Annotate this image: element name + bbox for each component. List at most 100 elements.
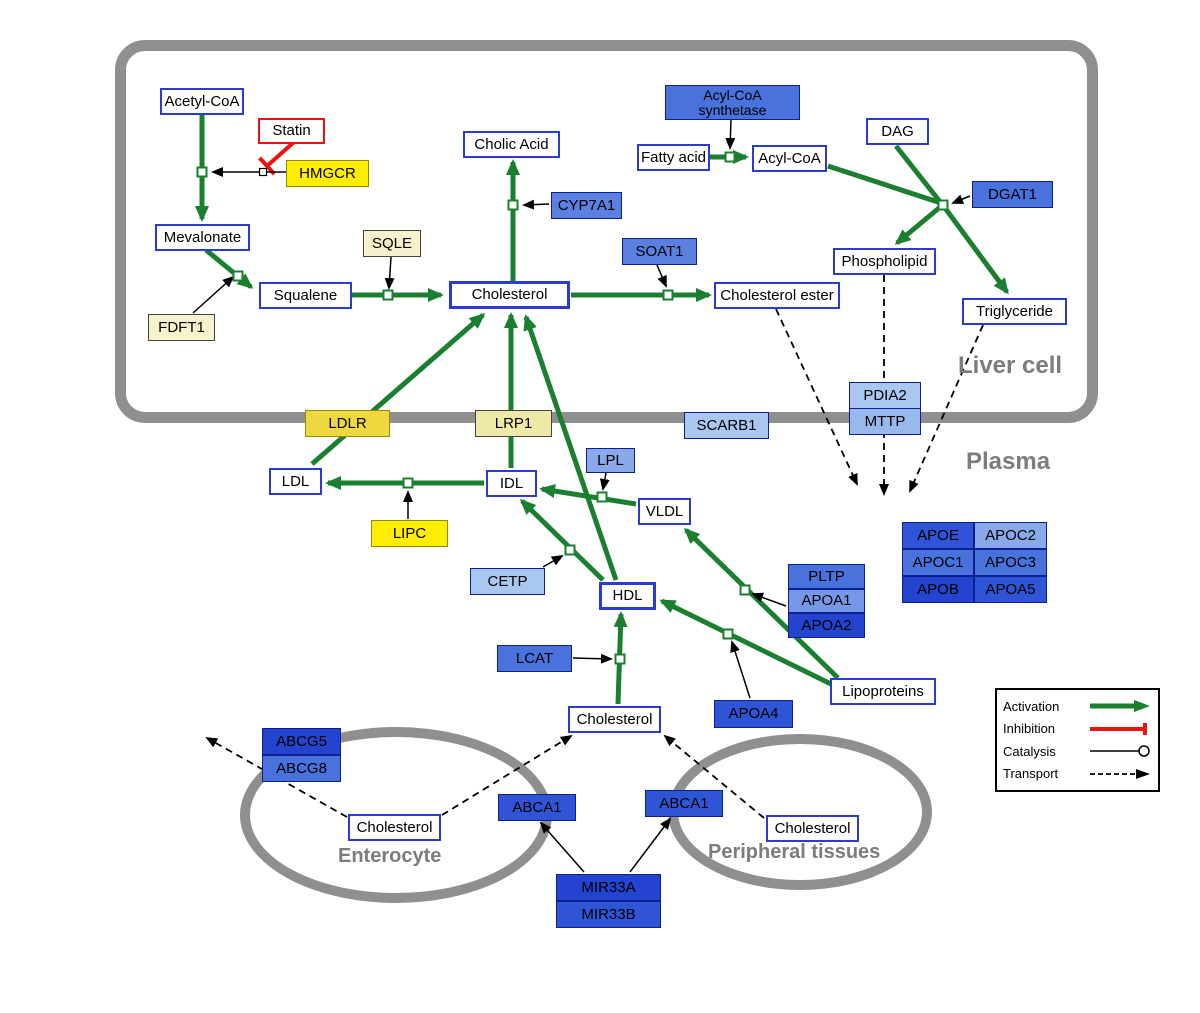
node-mevalonate[interactable]: Mevalonate [155, 224, 250, 251]
node-cetp[interactable]: CETP [470, 568, 545, 595]
node-abca1-peripheral[interactable]: ABCA1 [645, 790, 723, 817]
junction-fdft1 [232, 270, 244, 282]
node-acyl-coa-synthetase[interactable]: Acyl-CoA synthetase [665, 85, 800, 120]
node-apoa4[interactable]: APOA4 [714, 700, 793, 728]
legend-inhibition-label: Inhibition [1003, 721, 1056, 737]
node-cholesterol-enterocyte[interactable]: Cholesterol [348, 814, 441, 841]
node-vldl[interactable]: VLDL [638, 498, 691, 525]
node-cholesterol-liver[interactable]: Cholesterol [449, 281, 570, 309]
node-lrp1[interactable]: LRP1 [475, 410, 552, 437]
node-pdia2[interactable]: PDIA2 [849, 382, 921, 409]
edge-statin-inhibition [265, 141, 295, 168]
enterocyte-label: Enterocyte [338, 845, 442, 867]
edge-acylcoa-junction [827, 163, 942, 206]
legend-catalysis: Catalysis [1003, 740, 1152, 762]
node-acetyl-coa[interactable]: Acetyl-CoA [160, 88, 244, 115]
catalysis-node-hmgcr [258, 167, 268, 177]
node-squalene[interactable]: Squalene [259, 282, 352, 309]
node-apoe[interactable]: APOE [902, 522, 974, 549]
node-cholesterol-plasma[interactable]: Cholesterol [568, 706, 661, 733]
edge-junction-triglyceride [942, 206, 1010, 295]
inhibition-tbar-icon [1090, 722, 1147, 735]
activation-arrow-icon [1090, 700, 1150, 712]
node-statin[interactable]: Statin [258, 118, 325, 144]
node-abcg8[interactable]: ABCG8 [262, 755, 341, 782]
edge-triglyceride-transport [909, 324, 984, 493]
node-sqle[interactable]: SQLE [363, 230, 421, 257]
edge-ldl-ldlr-cholesterol [310, 313, 486, 466]
node-scarb1[interactable]: SCARB1 [684, 412, 769, 439]
edge-sqle-catalysis [384, 256, 395, 290]
node-apoa5[interactable]: APOA5 [974, 576, 1047, 603]
node-mir33a[interactable]: MIR33A [556, 874, 661, 901]
node-apoa2[interactable]: APOA2 [788, 613, 865, 638]
edge-cholesterolester-transport [775, 308, 858, 486]
node-dag[interactable]: DAG [866, 118, 929, 145]
node-apoc3[interactable]: APOC3 [974, 549, 1047, 576]
node-mttp[interactable]: MTTP [849, 408, 921, 435]
junction-dgat1 [937, 199, 949, 211]
node-mir33b[interactable]: MIR33B [556, 901, 661, 928]
edge-lipoproteins-vldl [683, 527, 840, 680]
node-ldlr[interactable]: LDLR [305, 410, 390, 437]
legend: Activation Inhibition Catalysis Transpor… [995, 688, 1160, 792]
edge-mir33-abca1-enterocyte [539, 821, 585, 873]
junction-lpl [596, 491, 608, 503]
node-fatty-acid[interactable]: Fatty acid [637, 144, 710, 171]
legend-activation-label: Activation [1003, 698, 1060, 714]
node-abcg5[interactable]: ABCG5 [262, 728, 341, 755]
edge-cyp7a1-catalysis [522, 199, 550, 210]
node-abca1-enterocyte[interactable]: ABCA1 [498, 794, 576, 821]
node-hmgcr[interactable]: HMGCR [286, 160, 369, 187]
junction-lipc [402, 477, 414, 489]
edge-cetp-catalysis [542, 554, 564, 568]
node-cholic-acid[interactable]: Cholic Acid [463, 131, 560, 158]
node-lpl[interactable]: LPL [586, 448, 635, 473]
node-cholesterol-peripheral[interactable]: Cholesterol [766, 815, 859, 842]
node-lcat[interactable]: LCAT [497, 645, 572, 672]
node-hdl[interactable]: HDL [599, 582, 656, 610]
node-ldl[interactable]: LDL [269, 468, 322, 495]
junction-sqle [382, 289, 394, 301]
edge-junction-phospholipid [894, 206, 941, 245]
edge-lcat-catalysis [572, 653, 613, 664]
node-apoa1[interactable]: APOA1 [788, 589, 865, 613]
edge-hdl-idl [519, 498, 605, 582]
node-dgat1[interactable]: DGAT1 [972, 181, 1053, 208]
liver-cell-compartment [115, 40, 1098, 423]
legend-transport: Transport [1003, 763, 1152, 785]
node-soat1[interactable]: SOAT1 [622, 238, 697, 265]
node-apoc1[interactable]: APOC1 [902, 549, 974, 576]
catalysis-circle-icon [1090, 745, 1150, 758]
edge-lpl-catalysis [599, 472, 610, 491]
node-triglyceride[interactable]: Triglyceride [962, 298, 1067, 325]
node-cholesterol-ester[interactable]: Cholesterol ester [714, 282, 840, 309]
node-apob[interactable]: APOB [902, 576, 974, 603]
junction-soat1 [662, 289, 674, 301]
node-acyl-coa[interactable]: Acyl-CoA [752, 145, 827, 172]
legend-inhibition: Inhibition [1003, 718, 1152, 740]
legend-transport-label: Transport [1003, 766, 1059, 782]
node-phospholipid[interactable]: Phospholipid [833, 248, 936, 275]
edge-enterocyte-excretion-transport [205, 737, 348, 818]
node-lipoproteins[interactable]: Lipoproteins [830, 678, 936, 705]
transport-dashed-arrow-icon [1090, 768, 1150, 779]
junction-acylcoasynthetase [724, 151, 736, 163]
node-idl[interactable]: IDL [486, 470, 537, 497]
node-fdft1[interactable]: FDFT1 [148, 314, 215, 341]
node-lipc[interactable]: LIPC [371, 520, 448, 547]
junction-cyp7a1 [507, 199, 519, 211]
edge-mir33-abca1-peripheral [629, 817, 672, 873]
peripheral-tissues-label: Peripheral tissues [708, 841, 881, 863]
node-apoc2[interactable]: APOC2 [974, 522, 1047, 549]
edge-dgat1-catalysis [951, 194, 971, 204]
edge-apoa4-catalysis [730, 640, 751, 699]
edge-enterocyte-plasma-transport [441, 734, 573, 816]
junction-hmgcr [196, 166, 208, 178]
legend-catalysis-label: Catalysis [1003, 743, 1056, 759]
legend-activation: Activation [1003, 695, 1152, 717]
node-pltp[interactable]: PLTP [788, 564, 865, 589]
node-cyp7a1[interactable]: CYP7A1 [551, 192, 622, 219]
